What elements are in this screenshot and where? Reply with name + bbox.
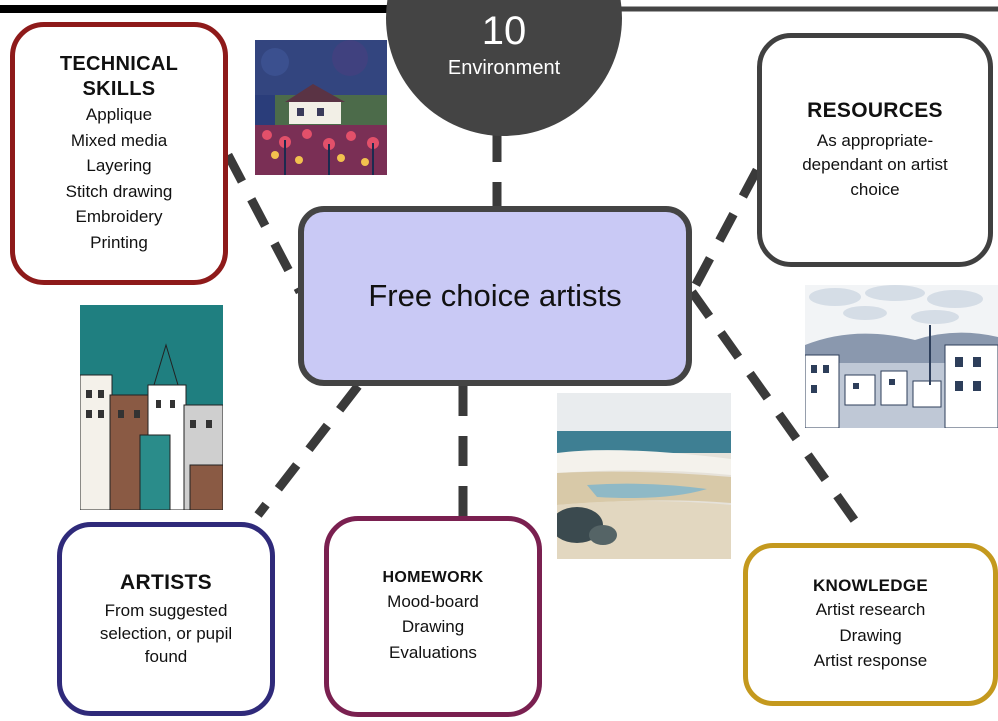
center-topic-label: Free choice artists xyxy=(368,278,622,313)
homework-box: HOMEWORK Mood-board Drawing Evaluations xyxy=(324,516,542,717)
technical-skills-box: TECHNICAL SKILLS Applique Mixed media La… xyxy=(10,22,228,285)
homework-item: Drawing xyxy=(401,617,465,637)
resources-box: RESOURCES As appropriate- dependant on a… xyxy=(757,33,993,267)
connector-technical xyxy=(224,152,304,295)
artists-title: ARTISTS xyxy=(120,570,212,594)
technical-skills-title-1: TECHNICAL xyxy=(59,53,179,75)
technical-skill-item: Applique xyxy=(85,105,153,124)
artwork-cottage-image xyxy=(255,40,387,175)
environment-number: 10 xyxy=(481,9,527,53)
knowledge-box: KNOWLEDGE Artist research Drawing Artist… xyxy=(743,543,998,706)
artwork-beach-image xyxy=(557,393,731,559)
resources-line: choice xyxy=(850,179,900,199)
connector-resources xyxy=(688,167,761,295)
artwork-hillside-town-image xyxy=(805,285,998,428)
technical-skills-title-2: SKILLS xyxy=(82,78,156,100)
technical-skill-item: Stitch drawing xyxy=(65,181,173,201)
artists-line: selection, or pupil xyxy=(99,624,233,644)
center-topic-box: Free choice artists xyxy=(298,206,692,386)
technical-skill-item: Layering xyxy=(86,156,152,175)
homework-title: HOMEWORK xyxy=(382,568,484,586)
technical-skill-item: Mixed media xyxy=(70,130,168,150)
artwork-city-buildings-image xyxy=(80,305,223,510)
homework-item: Mood-board xyxy=(387,591,479,611)
artists-line: From suggested xyxy=(104,601,228,621)
knowledge-item: Artist research xyxy=(815,600,926,620)
connector-artists xyxy=(254,383,362,518)
resources-line: As appropriate- xyxy=(816,130,934,150)
resources-line: dependant on artist xyxy=(802,155,948,175)
environment-label: Environment xyxy=(447,57,561,79)
artists-box: ARTISTS From suggested selection, or pup… xyxy=(57,522,275,716)
resources-title: RESOURCES xyxy=(807,99,943,123)
knowledge-item: Drawing xyxy=(839,625,902,645)
knowledge-title: KNOWLEDGE xyxy=(812,576,929,596)
knowledge-item: Artist response xyxy=(813,651,928,671)
homework-item: Evaluations xyxy=(389,642,477,662)
technical-skill-item: Embroidery xyxy=(75,207,163,226)
artists-line: found xyxy=(144,647,188,667)
technical-skill-item: Printing xyxy=(90,232,148,252)
